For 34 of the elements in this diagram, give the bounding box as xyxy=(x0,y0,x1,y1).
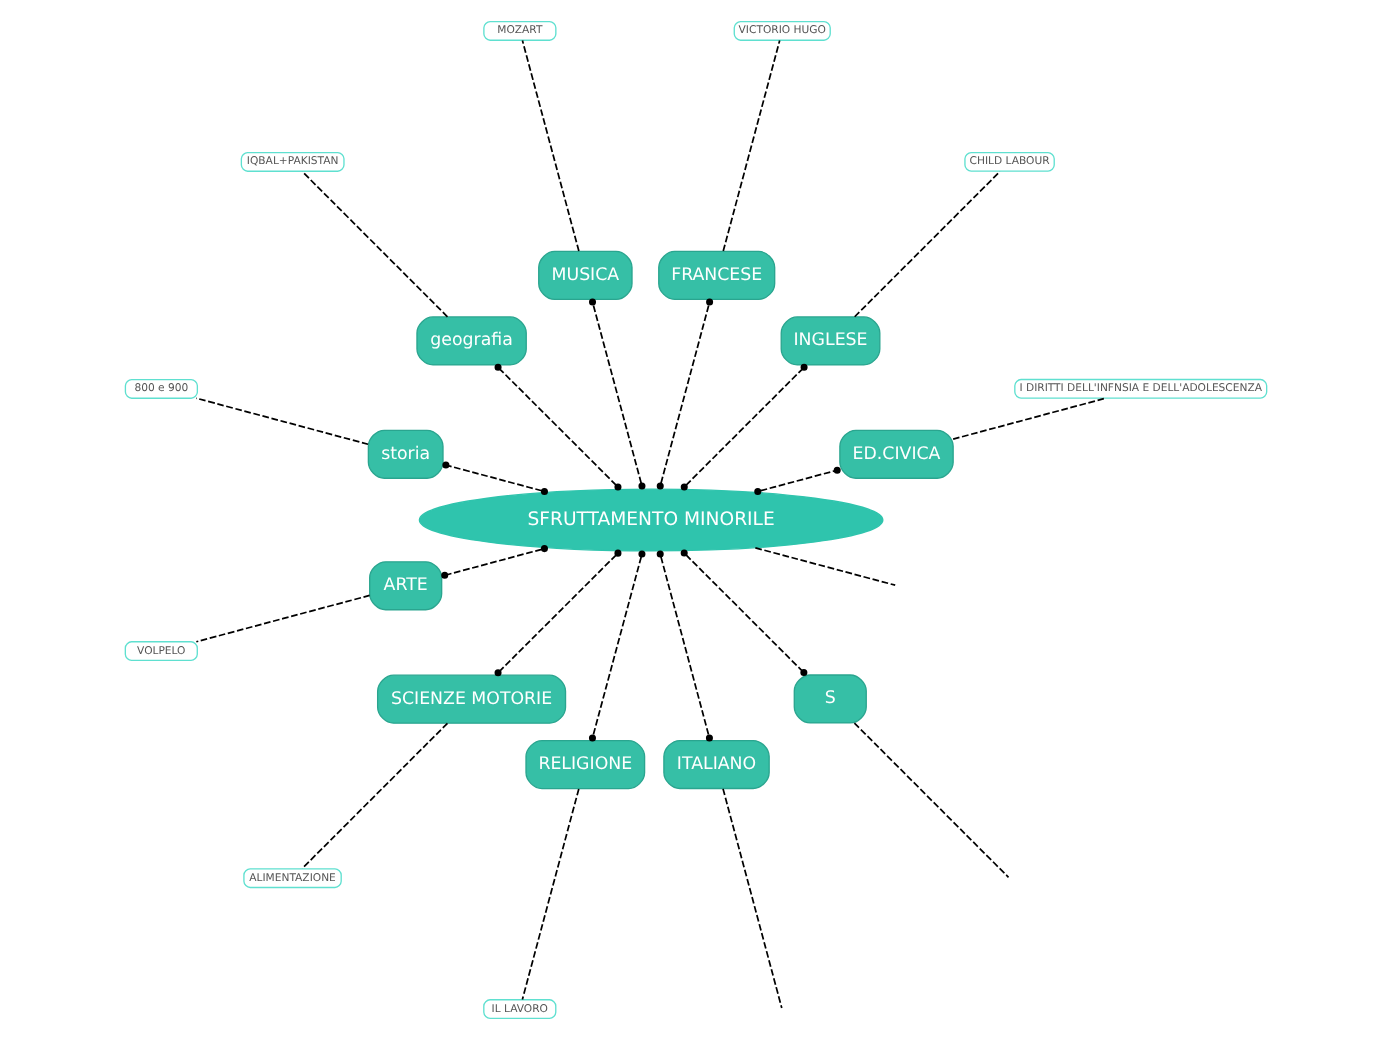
connector xyxy=(195,397,369,446)
connector xyxy=(722,788,783,1009)
connector xyxy=(301,722,449,870)
node-box: ARTE xyxy=(369,561,443,611)
connector xyxy=(521,788,580,1001)
connector xyxy=(853,722,1010,879)
connector xyxy=(588,550,646,742)
node-box: SCIENZE MOTORIE xyxy=(377,674,567,724)
connector xyxy=(722,39,781,252)
connector xyxy=(494,549,622,677)
connector xyxy=(853,170,1001,318)
connector xyxy=(656,298,714,490)
connector xyxy=(952,397,1107,440)
connector xyxy=(589,298,646,490)
node-box: geografia xyxy=(416,316,527,366)
node-box: ED.CIVICA xyxy=(839,429,954,479)
connector xyxy=(680,549,808,677)
connector xyxy=(494,363,622,491)
connector xyxy=(656,550,713,742)
node-box: storia xyxy=(367,429,444,479)
connector xyxy=(301,170,449,318)
connector xyxy=(754,547,897,587)
node-box: FRANCESE xyxy=(658,250,776,301)
connector xyxy=(521,39,580,252)
node-box: RELIGIONE xyxy=(525,739,646,790)
node-box: ITALIANO xyxy=(663,739,770,790)
node-box: MUSICA xyxy=(538,250,633,301)
node-box: S xyxy=(793,674,867,724)
connector xyxy=(441,545,548,579)
node-box: INGLESE xyxy=(780,316,881,366)
connector xyxy=(754,466,841,495)
connector xyxy=(680,363,808,491)
connector xyxy=(442,461,548,495)
connector xyxy=(195,594,371,643)
